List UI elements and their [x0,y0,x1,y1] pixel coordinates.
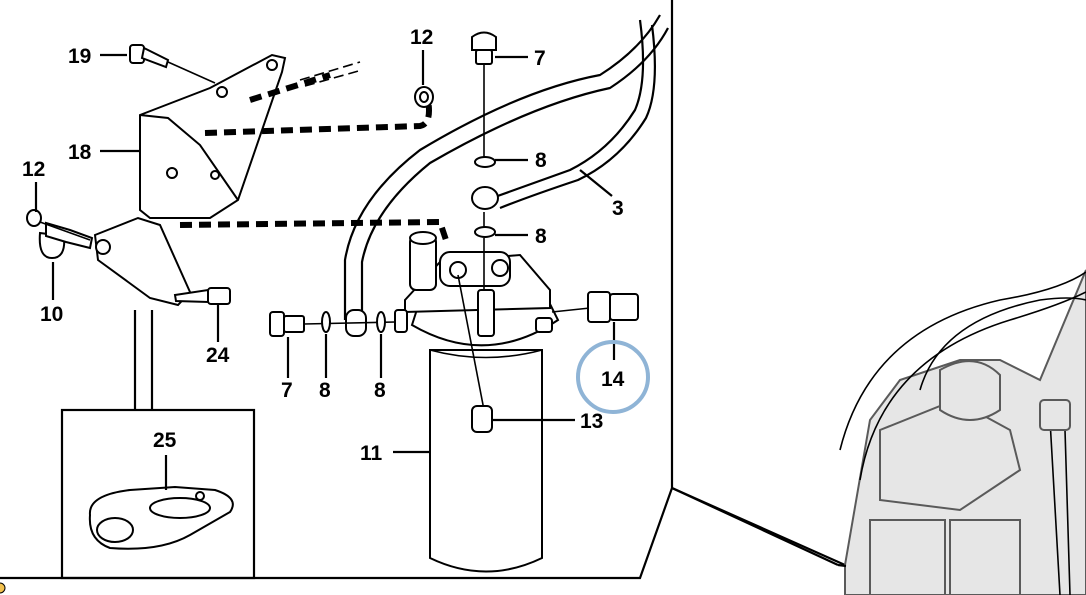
callout-11: 11 [360,442,383,465]
engine-photo-inset [839,269,1086,595]
sealing-washer-8-left-a [321,311,331,333]
callout-13: 13 [580,410,603,433]
sealing-washer-8-top-b [474,226,496,238]
banjo-bolt-7-top [471,31,497,160]
callout-8-top-b: 8 [535,225,547,248]
callout-24: 24 [206,344,230,367]
callout-25: 25 [153,429,177,452]
hose-route-dashed-far [299,61,363,87]
hose-route-dashed-upper [204,72,432,136]
filter-head [394,231,560,347]
corner-mark [0,582,6,594]
mounting-bracket-18 [93,53,287,307]
frame-pointer-upper [671,486,846,567]
callout-14: 14 [601,368,625,391]
washer-12-left [26,209,42,227]
callout-8-left-a: 8 [319,379,331,402]
fuel-hose-3 [343,14,669,337]
inset-detail-25 [60,310,256,580]
callout-8-top-a: 8 [535,149,547,172]
callout-18: 18 [68,141,92,164]
callout-12-top: 12 [410,26,433,49]
callout-10: 10 [40,303,63,326]
highlight-circle-14 [576,340,650,414]
sealing-washer-8-top-a [474,156,496,168]
callout-3: 3 [612,197,624,220]
callout-7-top: 7 [534,47,546,70]
banjo-fitting [471,186,499,228]
callout-8-left-b: 8 [374,379,386,402]
bolt-19 [129,44,216,84]
detail-frame [0,0,839,580]
sensor-14 [551,291,639,323]
callout-12-left: 12 [22,158,45,181]
fuel-filter-cartridge-11 [429,349,543,573]
leader-lines [34,50,616,490]
hose-route-dashed-lower [179,218,449,241]
callout-19: 19 [68,45,91,68]
sealing-washer-8-left-b [376,311,386,333]
callout-7-left: 7 [281,379,293,402]
clamp-10 [38,221,94,260]
